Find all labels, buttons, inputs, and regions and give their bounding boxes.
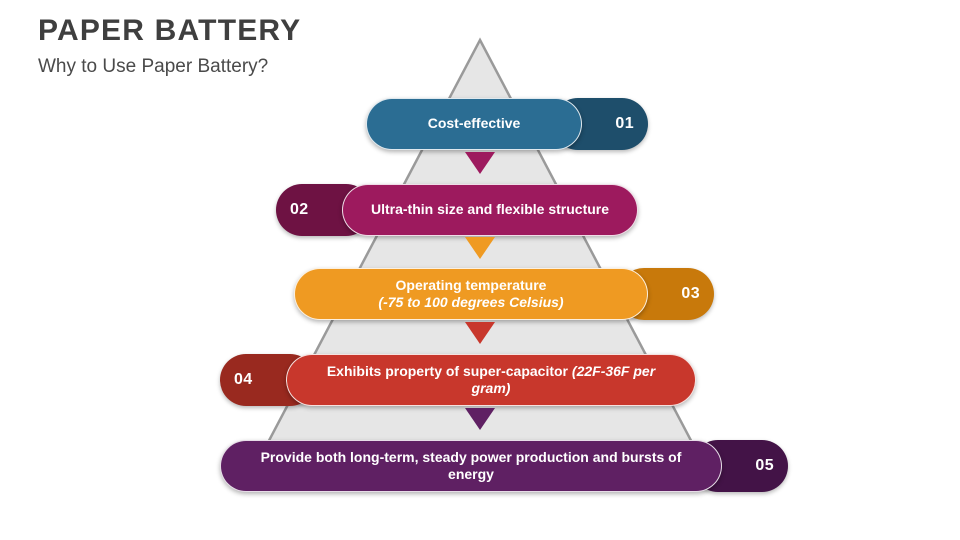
arrow-to-row-3-icon bbox=[465, 237, 495, 259]
pyramid-row-1[interactable]: 01 Cost-effective bbox=[366, 98, 648, 150]
pyramid-row-4[interactable]: 04 Exhibits property of super-capacitor … bbox=[220, 354, 696, 406]
row-2-number: 02 bbox=[290, 201, 309, 218]
page-title: PAPER BATTERY bbox=[38, 14, 302, 47]
row-1-pill[interactable]: Cost-effective bbox=[366, 98, 582, 150]
pyramid-row-2[interactable]: 02 Ultra-thin size and flexible structur… bbox=[276, 184, 638, 236]
pyramid-row-5[interactable]: 05 Provide both long-term, steady power … bbox=[220, 440, 788, 492]
row-4-label-main: Exhibits property of super-capacitor bbox=[326, 362, 569, 379]
row-4-number: 04 bbox=[234, 371, 253, 388]
row-5-label: Provide both long-term, steady power pro… bbox=[260, 448, 682, 482]
arrow-to-row-4-icon bbox=[465, 322, 495, 344]
row-5-pill[interactable]: Provide both long-term, steady power pro… bbox=[220, 440, 722, 492]
row-2-pill[interactable]: Ultra-thin size and flexible structure bbox=[342, 184, 638, 236]
row-1-label: Cost-effective bbox=[427, 115, 521, 132]
row-3-label-note: (-75 to 100 degrees Celsius) bbox=[378, 294, 564, 310]
row-3-label: Operating temperature (-75 to 100 degree… bbox=[378, 277, 563, 311]
row-4-label-note: (22F-36F per gram) bbox=[471, 362, 656, 396]
row-3-pill[interactable]: Operating temperature (-75 to 100 degree… bbox=[294, 268, 648, 320]
header: PAPER BATTERY Why to Use Paper Battery? bbox=[38, 14, 301, 78]
row-3-number: 03 bbox=[681, 285, 700, 302]
row-2-label: Ultra-thin size and flexible structure bbox=[370, 201, 610, 218]
row-4-label: Exhibits property of super-capacitor (22… bbox=[307, 363, 675, 397]
pyramid-row-3[interactable]: 03 Operating temperature (-75 to 100 deg… bbox=[294, 268, 714, 320]
arrow-to-row-5-icon bbox=[465, 408, 495, 430]
row-1-number: 01 bbox=[615, 115, 634, 132]
arrow-to-row-2-icon bbox=[465, 152, 495, 174]
page-subtitle: Why to Use Paper Battery? bbox=[38, 56, 269, 77]
row-5-number: 05 bbox=[755, 457, 774, 474]
row-4-pill[interactable]: Exhibits property of super-capacitor (22… bbox=[286, 354, 696, 406]
row-3-label-main: Operating temperature bbox=[395, 276, 547, 293]
